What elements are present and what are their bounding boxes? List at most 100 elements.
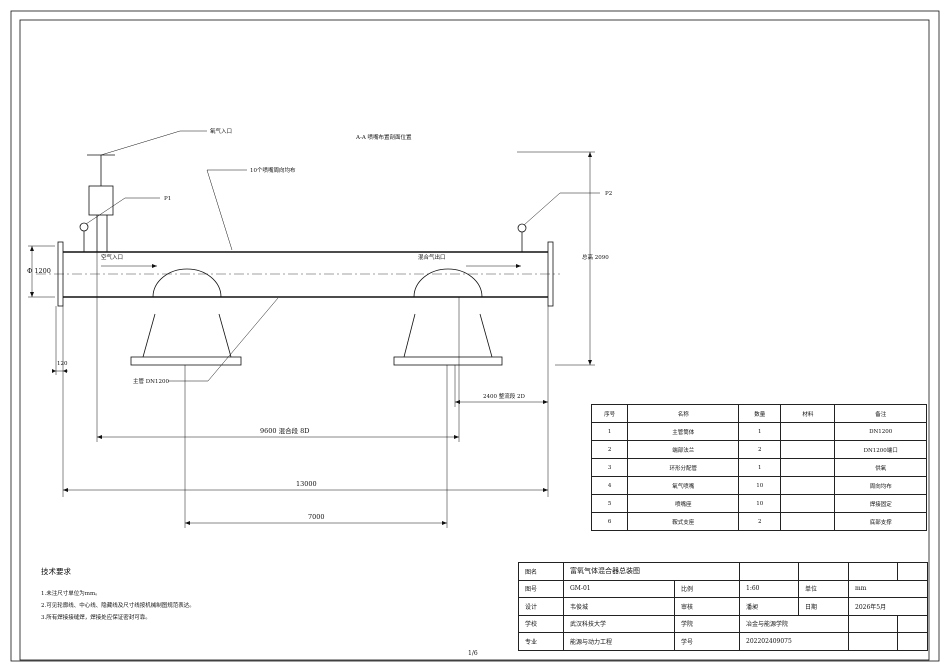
empty-cell — [848, 562, 898, 581]
college-label: 学院 — [674, 614, 740, 633]
drawing-name-label: 图名 — [518, 562, 564, 581]
flange-dim: 120 — [57, 361, 68, 367]
diameter-label: Φ 1200 — [27, 267, 51, 275]
table-cell: 10 — [738, 476, 782, 495]
student-no: 202202409075 — [739, 632, 849, 651]
drawing-no-label: 图号 — [518, 579, 564, 598]
left-saddle — [130, 268, 242, 366]
air-inlet-label: 空气入口 — [101, 253, 123, 261]
inner-border — [19, 19, 930, 661]
date: 2026年5月 — [848, 597, 928, 616]
table-cell: 供氧 — [834, 458, 927, 477]
table-cell: 端部法兰 — [627, 440, 740, 459]
tech-requirements: 技术要求 1.未注尺寸单位为mm。 2.可见轮廓线、中心线、隐藏线及尺寸线按机械… — [41, 566, 195, 624]
nozzles-label: 10个喷嘴周向均布 — [250, 166, 296, 174]
parts-header: 序号 — [590, 404, 629, 423]
unit-label: 单位 — [798, 579, 849, 598]
unit: mm — [848, 579, 928, 598]
title-block: 图名 富氧气体混合器总装图 图号 GM-01 比例 1:60 单位 mm 设计 … — [518, 562, 928, 651]
main-pipe — [36, 251, 560, 298]
total-height-label: 总高 2090 — [582, 253, 609, 261]
major-label: 专业 — [518, 632, 564, 651]
straight-section-dim: 2400 整流段 2D — [483, 392, 525, 400]
tech-requirement-line: 3.所有焊接接缝焊，焊接处应保证密封可靠。 — [41, 615, 151, 621]
tech-requirement-line: 2.可见轮廓线、中心线、隐藏线及尺寸线按机械制图规范表达。 — [41, 603, 195, 609]
table-cell: 6 — [590, 512, 629, 531]
table-cell — [780, 422, 836, 441]
parts-header: 备注 — [834, 404, 927, 423]
designer: 韦俊城 — [563, 597, 675, 616]
table-cell: 底部支撑 — [834, 512, 927, 531]
table-cell: 环形分配管 — [627, 458, 740, 477]
major: 能源与动力工程 — [563, 632, 675, 651]
p2-gauge — [517, 223, 527, 252]
tech-requirement-line: 1.未注尺寸单位为mm。 — [41, 591, 101, 597]
table-cell: 1 — [738, 422, 782, 441]
main-pipe-label: 主管 DN1200 — [133, 377, 169, 385]
table-cell — [780, 440, 836, 459]
scale-label: 比例 — [674, 579, 740, 598]
empty-cell — [897, 632, 928, 651]
table-cell: 3 — [590, 458, 629, 477]
table-cell: DN1200 — [834, 422, 927, 441]
oxygen-inlet-assembly — [79, 154, 115, 252]
parts-header: 名称 — [627, 404, 740, 423]
mixing-section-dim: 9600 混合段 8D — [260, 426, 310, 435]
table-cell: 10 — [738, 494, 782, 513]
date-label: 日期 — [798, 597, 849, 616]
table-cell — [780, 458, 836, 477]
student-no-label: 学号 — [674, 632, 740, 651]
empty-cell — [897, 614, 928, 633]
drawing-name: 富氧气体混合器总装图 — [563, 562, 740, 581]
scale: 1:60 — [739, 579, 799, 598]
table-cell: 2 — [738, 440, 782, 459]
parts-header: 材料 — [780, 404, 836, 423]
table-cell: DN1200端口 — [834, 440, 927, 459]
table-cell: 5 — [590, 494, 629, 513]
title-block-row: 图号 GM-01 比例 1:60 单位 mm — [518, 579, 928, 598]
college: 冶金与能源学院 — [739, 614, 849, 633]
page-number: 1/6 — [468, 650, 478, 657]
table-cell: 主管筒体 — [627, 422, 740, 441]
left-flange — [57, 241, 64, 307]
table-cell: 氧气喷嘴 — [627, 476, 740, 495]
title-block-row: 学校 武汉科技大学 学院 冶金与能源学院 — [518, 614, 928, 633]
parts-header-row: 序号 名称 数量 材料 备注 — [590, 404, 927, 423]
tech-requirements-title: 技术要求 — [41, 567, 71, 576]
reviewer: 潘昶 — [739, 597, 799, 616]
table-cell: 周向均布 — [834, 476, 927, 495]
table-cell: 2 — [738, 512, 782, 531]
table-cell — [780, 512, 836, 531]
table-cell: 1 — [738, 458, 782, 477]
school: 武汉科技大学 — [563, 614, 675, 633]
p2-label: P2 — [605, 191, 612, 197]
table-cell — [780, 494, 836, 513]
total-length-dim: 13000 — [296, 480, 317, 488]
empty-cell — [739, 562, 799, 581]
empty-cell — [848, 632, 898, 651]
table-cell: 喷嘴座 — [627, 494, 740, 513]
table-cell — [780, 476, 836, 495]
title-block-row: 专业 能源与动力工程 学号 202202409075 — [518, 632, 928, 651]
empty-cell — [798, 562, 849, 581]
school-label: 学校 — [518, 614, 564, 633]
table-cell: 焊接固定 — [834, 494, 927, 513]
table-cell: 4 — [590, 476, 629, 495]
outer-border — [10, 10, 940, 662]
title-block-row: 设计 韦俊城 审核 潘昶 日期 2026年5月 — [518, 597, 928, 616]
table-cell: 2 — [590, 440, 629, 459]
parts-header: 数量 — [738, 404, 782, 423]
mix-outlet-label: 混合气出口 — [418, 253, 446, 261]
oxygen-inlet-label: 氧气入口 — [210, 127, 232, 135]
drawing-no: GM-01 — [563, 579, 675, 598]
support-spacing-dim: 7000 — [308, 513, 325, 521]
right-flange — [547, 241, 554, 307]
design-label: 设计 — [518, 597, 564, 616]
right-saddle — [393, 268, 503, 366]
